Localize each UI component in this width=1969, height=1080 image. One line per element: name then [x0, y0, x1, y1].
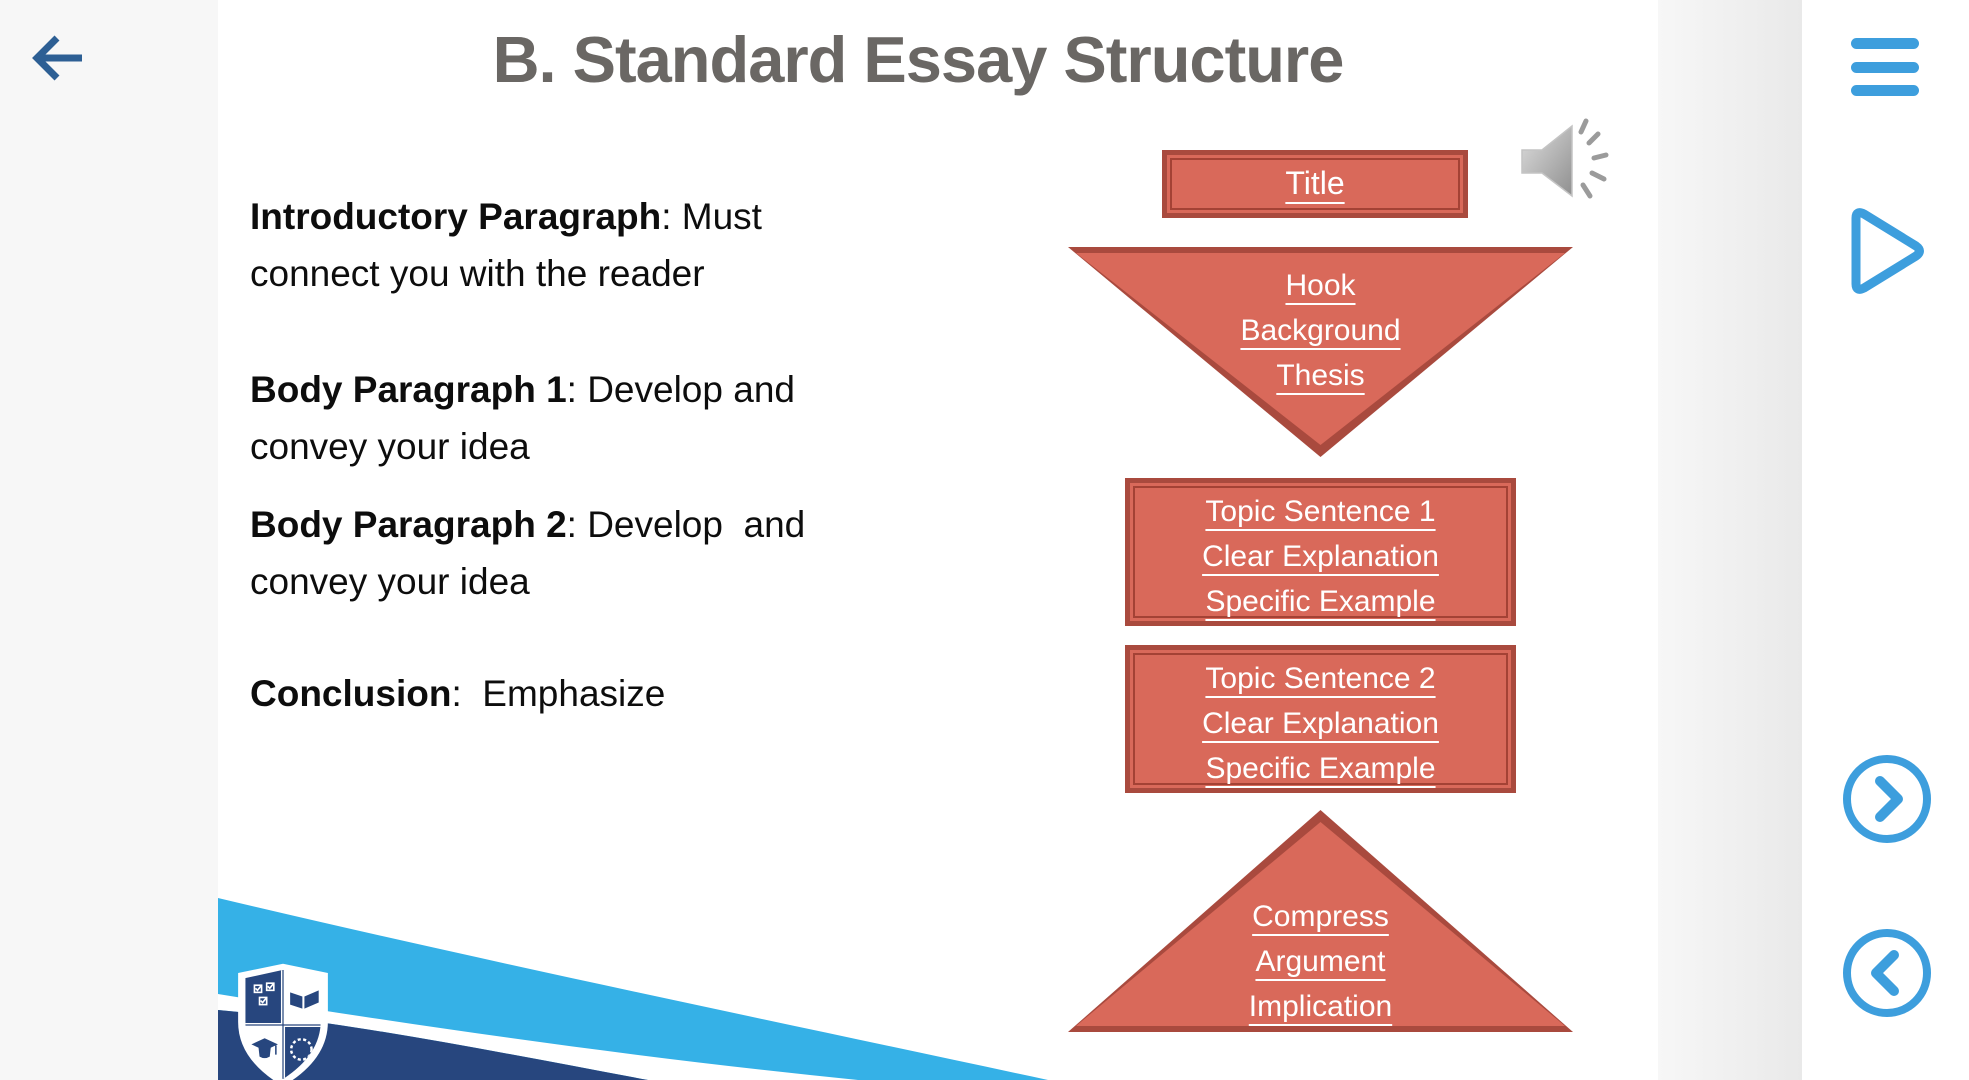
conclusion-line-implication: Implication — [1248, 990, 1393, 1023]
diagram-intro-triangle: Hook Background Thesis — [1068, 247, 1573, 457]
diagram-body2-box: Topic Sentence 2 Clear Explanation Speci… — [1125, 645, 1516, 793]
body1-paragraph: Body Paragraph 1: Develop and convey you… — [250, 361, 850, 475]
back-button[interactable] — [30, 30, 86, 86]
next-icon — [1843, 755, 1931, 843]
menu-icon — [1851, 38, 1919, 49]
right-sidebar — [1802, 0, 1969, 1080]
speaker-icon[interactable] — [1520, 116, 1620, 212]
diagram-title-label: Title — [1285, 165, 1345, 201]
intro-paragraph-label: Introductory Paragraph — [250, 196, 662, 237]
wave-decoration — [218, 898, 1048, 1080]
intro-paragraph-text: : Must connect you with the reader — [250, 196, 773, 294]
slide-title: B. Standard Essay Structure — [492, 23, 1345, 96]
diagram-conclusion-triangle: Compress Argument Implication — [1068, 810, 1573, 1032]
body2-paragraph: Body Paragraph 2: Develop and convey you… — [250, 496, 850, 610]
body1-paragraph-text: : Develop and convey your idea — [250, 369, 806, 467]
previous-icon — [1843, 929, 1931, 1017]
diagram-body1-box: Topic Sentence 1 Clear Explanation Speci… — [1125, 478, 1516, 626]
play-icon — [1851, 208, 1924, 294]
menu-button[interactable] — [1851, 38, 1919, 96]
conclusion-paragraph: Conclusion: Emphasize — [250, 665, 850, 722]
conclusion-line-compress: Compress — [1252, 900, 1389, 933]
body1-line-explanation: Clear Explanation — [1202, 540, 1439, 573]
intro-line-hook: Hook — [1285, 269, 1356, 302]
intro-line-thesis: Thesis — [1276, 359, 1365, 392]
previous-slide-button[interactable] — [1842, 928, 1932, 1018]
school-crest-logo — [238, 963, 328, 1080]
body2-line-topic: Topic Sentence 2 — [1205, 662, 1436, 695]
conclusion-paragraph-label: Conclusion — [250, 673, 452, 714]
body2-line-example: Specific Example — [1205, 752, 1436, 785]
conclusion-line-argument: Argument — [1255, 945, 1386, 978]
body2-paragraph-label: Body Paragraph 2 — [250, 504, 567, 545]
intro-line-background: Background — [1240, 314, 1401, 347]
body1-line-example: Specific Example — [1205, 585, 1436, 618]
body1-paragraph-label: Body Paragraph 1 — [250, 369, 567, 410]
play-button[interactable] — [1846, 206, 1930, 296]
back-arrow-icon — [32, 35, 82, 81]
body2-paragraph-text: : Develop and convey your idea — [250, 504, 816, 602]
left-sidebar — [0, 0, 218, 1080]
body1-line-topic: Topic Sentence 1 — [1205, 495, 1436, 528]
body2-line-explanation: Clear Explanation — [1202, 707, 1439, 740]
next-slide-button[interactable] — [1842, 754, 1932, 844]
intro-paragraph: Introductory Paragraph: Must connect you… — [250, 188, 850, 302]
conclusion-paragraph-text: : Emphasize — [451, 673, 666, 714]
slide-canvas: B. Standard Essay Structure Introductory… — [218, 0, 1658, 1080]
panel-divider — [1658, 0, 1802, 1080]
diagram-title-box: Title — [1162, 150, 1468, 218]
